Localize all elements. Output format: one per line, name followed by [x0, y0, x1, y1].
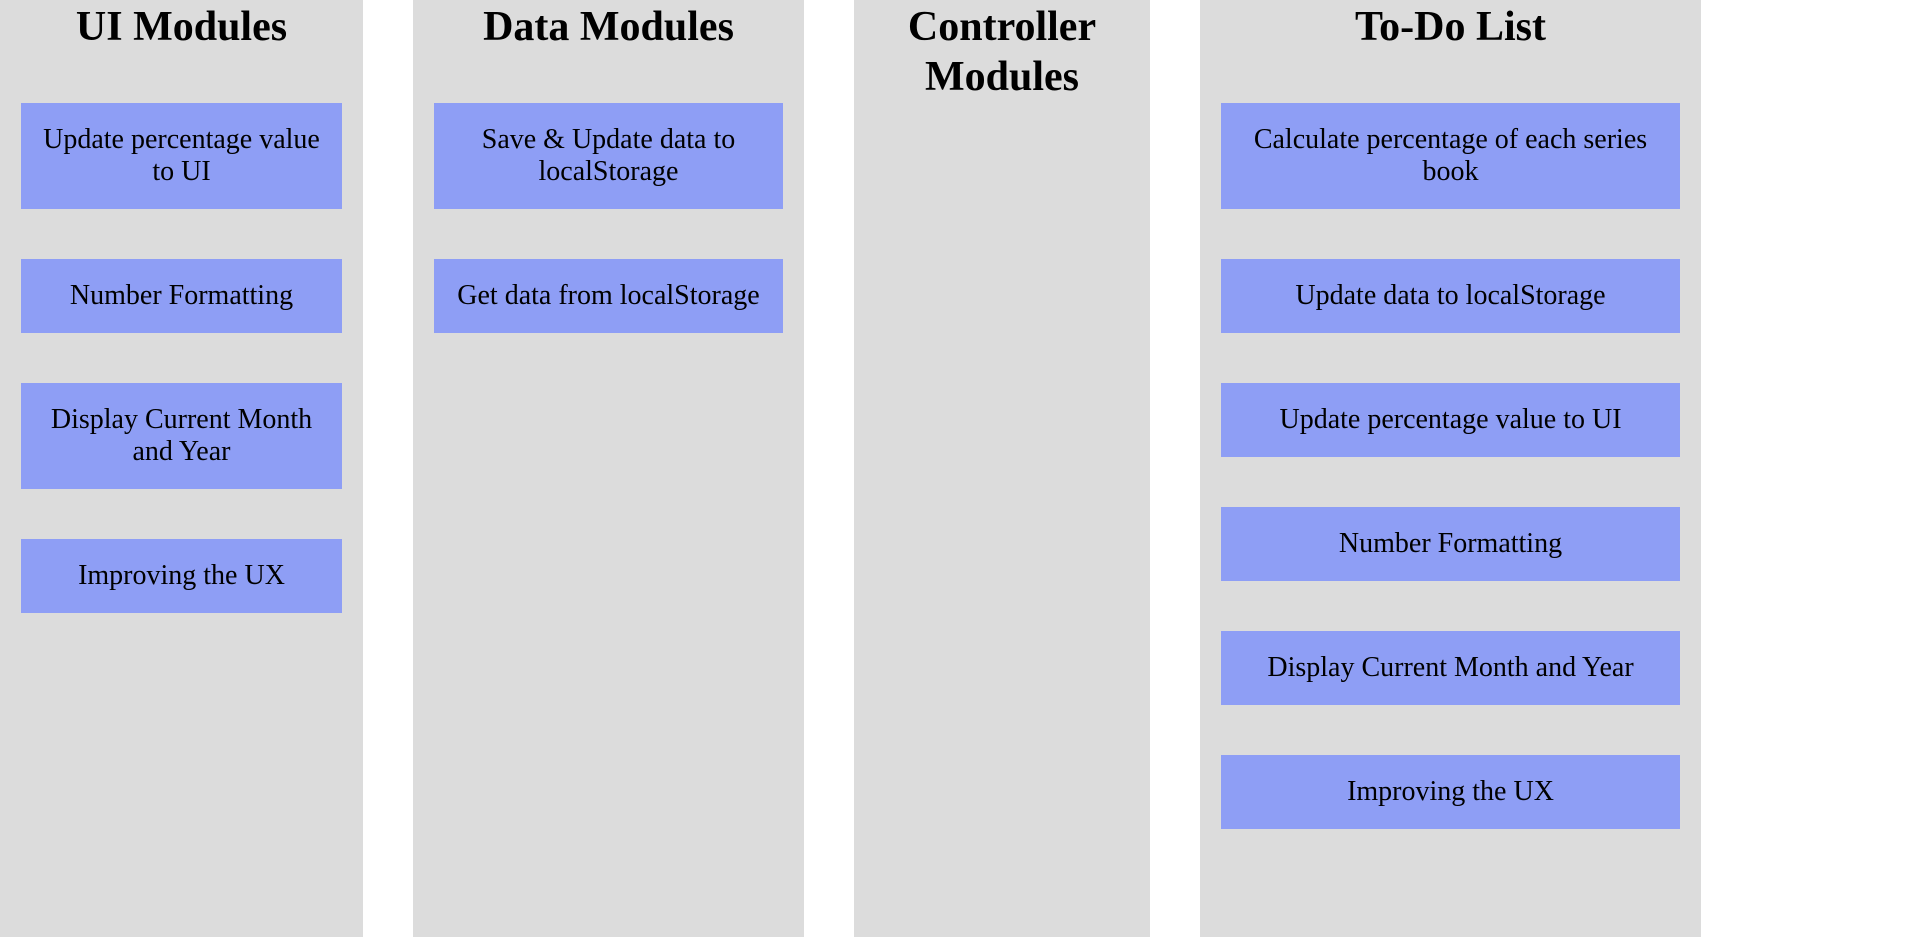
task-card[interactable]: Improving the UX [21, 539, 342, 613]
column-title: Data Modules [483, 4, 734, 50]
task-card[interactable]: Get data from localStorage [434, 259, 783, 333]
card-list: Calculate percentage of each series book… [1200, 103, 1701, 829]
task-card[interactable]: Display Current Month and Year [21, 383, 342, 489]
column-title: To-Do List [1355, 4, 1546, 50]
task-card[interactable]: Number Formatting [21, 259, 342, 333]
column-data-modules: Data Modules Save & Update data to local… [413, 0, 804, 937]
column-controller-modules: Controller Modules [854, 0, 1150, 937]
column-title: UI Modules [75, 4, 288, 50]
task-card[interactable]: Save & Update data to localStorage [434, 103, 783, 209]
task-card[interactable]: Display Current Month and Year [1221, 631, 1680, 705]
task-card[interactable]: Number Formatting [1221, 507, 1680, 581]
task-card[interactable]: Update percentage value to UI [1221, 383, 1680, 457]
card-list: Update percentage value to UI Number Form… [0, 103, 363, 613]
task-card[interactable]: Calculate percentage of each series book [1221, 103, 1680, 209]
task-card[interactable]: Improving the UX [1221, 755, 1680, 829]
column-to-do-list: To-Do List Calculate percentage of each … [1200, 0, 1701, 937]
column-ui-modules: UI Modules Update percentage value to UI… [0, 0, 363, 937]
column-title: Controller Modules [907, 4, 1097, 100]
task-card[interactable]: Update data to localStorage [1221, 259, 1680, 333]
task-card[interactable]: Update percentage value to UI [21, 103, 342, 209]
